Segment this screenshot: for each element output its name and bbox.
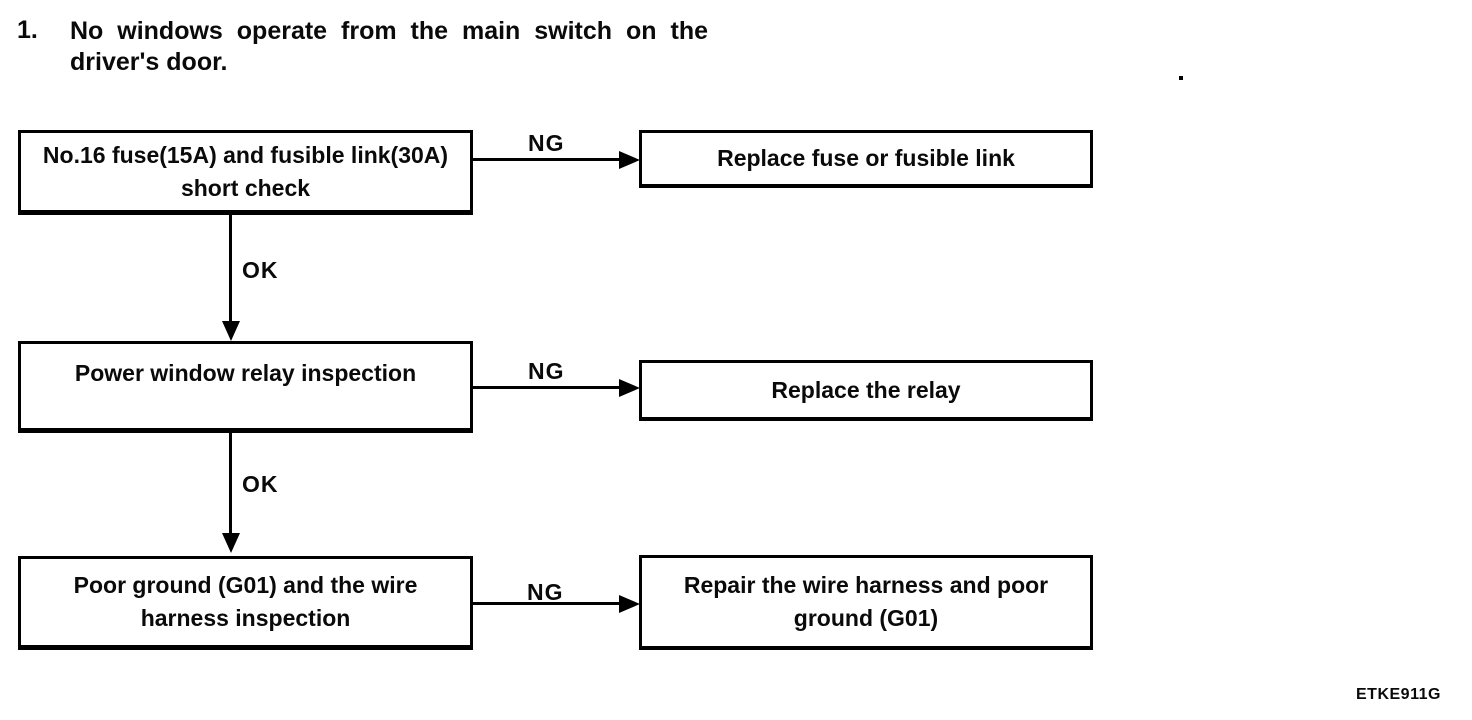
check-box-1-line-1: No.16 fuse(15A) and fusible link(30A): [42, 141, 449, 168]
check-box-fuse-short-check: No.16 fuse(15A) and fusible link(30A) sh…: [18, 130, 473, 215]
action-box-repair-harness-ground: Repair the wire harness and poor ground …: [639, 555, 1093, 650]
right-arrowhead-icon: [619, 151, 640, 169]
action-box-3-line-1: Repair the wire harness and poor: [683, 572, 1049, 598]
action-box-3-line-2: ground (G01): [793, 605, 939, 631]
ng-connector-line-2: [472, 386, 622, 389]
ok-connector-line-2: [229, 433, 232, 535]
heading-line-1: No windows operate from the main switch …: [70, 17, 708, 45]
check-box-relay-inspection: Power window relay inspection: [18, 341, 473, 433]
check-box-3-line-2: harness inspection: [140, 605, 351, 631]
check-box-1-line-2: short check: [180, 174, 311, 201]
check-box-2-line-1: Power window relay inspection: [74, 360, 417, 386]
ng-label-3: NG: [527, 579, 564, 605]
heading-line-2: driver's door.: [70, 48, 228, 76]
ng-connector-line-3: [472, 602, 622, 605]
ng-label-2: NG: [528, 358, 565, 384]
scan-artifact-dot: [1179, 76, 1183, 80]
ok-label-1: OK: [242, 257, 279, 283]
action-box-2-line-1: Replace the relay: [771, 376, 961, 403]
ng-label-1: NG: [528, 130, 565, 156]
right-arrowhead-icon: [619, 595, 640, 613]
check-box-ground-harness-inspection: Poor ground (G01) and the wire harness i…: [18, 556, 473, 650]
check-box-3-line-1: Poor ground (G01) and the wire: [73, 572, 418, 598]
ok-connector-line-1: [229, 215, 232, 323]
down-arrowhead-icon: [222, 533, 240, 553]
figure-code: ETKE911G: [1356, 686, 1441, 703]
problem-heading: No windows operate from the main switch …: [70, 16, 730, 78]
ng-connector-line-1: [472, 158, 622, 161]
heading-number: 1.: [17, 16, 38, 44]
action-box-replace-relay: Replace the relay: [639, 360, 1093, 421]
down-arrowhead-icon: [222, 321, 240, 341]
ok-label-2: OK: [242, 471, 279, 497]
action-box-1-line-1: Replace fuse or fusible link: [717, 145, 1015, 171]
action-box-replace-fuse: Replace fuse or fusible link: [639, 130, 1093, 188]
right-arrowhead-icon: [619, 379, 640, 397]
